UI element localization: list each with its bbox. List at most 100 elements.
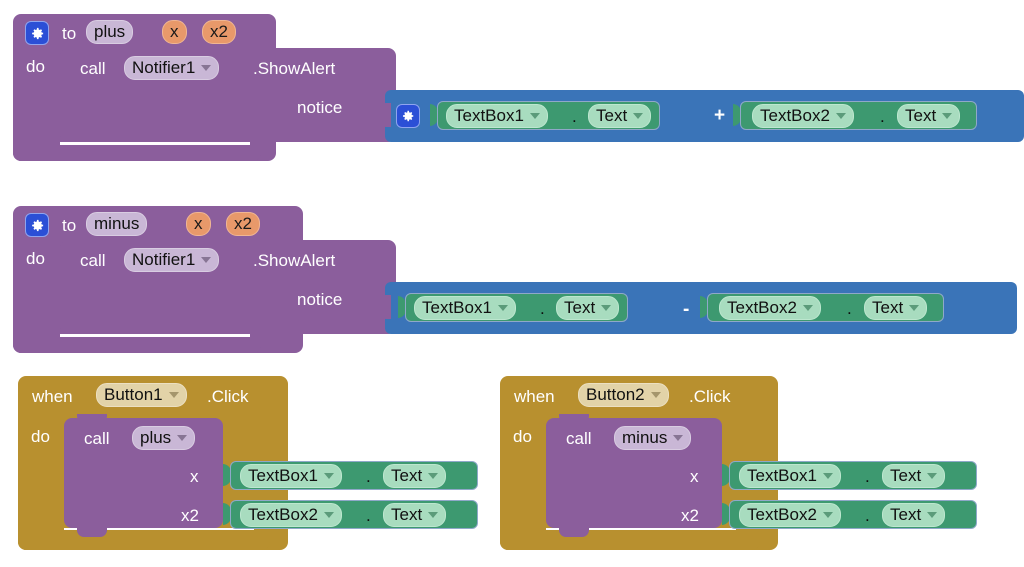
procedure-plus-name-field[interactable]: plus bbox=[86, 20, 134, 44]
procedure-minus-param-x2[interactable]: x2 bbox=[226, 212, 260, 236]
event-button2-component-field[interactable]: Button2 bbox=[578, 383, 669, 407]
math-add-left-socket bbox=[380, 103, 391, 127]
chevron-down-icon[interactable] bbox=[497, 305, 508, 311]
getter-component-text: TextBox2 bbox=[727, 298, 797, 317]
procedure-call-minus-call-keyword: call bbox=[566, 429, 592, 448]
chevron-down-icon[interactable] bbox=[835, 113, 846, 119]
chevron-down-icon[interactable] bbox=[323, 473, 334, 479]
getter-separator: . bbox=[366, 506, 371, 525]
chevron-down-icon[interactable] bbox=[909, 305, 920, 311]
procedure-minus-call-row[interactable] bbox=[60, 240, 396, 326]
getter-plug bbox=[700, 296, 709, 318]
chevron-down-icon[interactable] bbox=[802, 305, 813, 311]
math-subtract-operator: - bbox=[683, 299, 690, 320]
getter-property-text: Text bbox=[391, 466, 423, 485]
procedure-call-minus-arg-x2-label: x2 bbox=[681, 506, 699, 525]
event-button1-foot[interactable] bbox=[18, 530, 270, 550]
chevron-down-icon[interactable] bbox=[633, 113, 644, 119]
procedure-call-plus-name-field[interactable]: plus bbox=[132, 426, 196, 450]
chevron-down-icon[interactable] bbox=[927, 473, 938, 479]
procedure-plus-param-x[interactable]: x bbox=[162, 20, 187, 44]
getter-property-text: Text bbox=[564, 298, 596, 317]
gear-icon[interactable] bbox=[396, 104, 420, 128]
chevron-down-icon[interactable] bbox=[428, 512, 439, 518]
getter-component-text: TextBox1 bbox=[422, 298, 492, 317]
call-notifier1-notice-label: notice bbox=[297, 98, 343, 117]
procedure-call-minus-name-field[interactable]: minus bbox=[614, 426, 692, 450]
chevron-down-icon[interactable] bbox=[201, 257, 212, 263]
gear-icon[interactable] bbox=[25, 213, 49, 237]
chevron-down-icon[interactable] bbox=[673, 435, 684, 441]
getter-component-field[interactable]: TextBox1 bbox=[240, 464, 342, 488]
getter-separator: . bbox=[366, 467, 371, 486]
call-notifier1-minus-method-label: .ShowAlert bbox=[253, 251, 336, 270]
procedure-plus-call-row-lower[interactable] bbox=[60, 120, 396, 142]
chevron-down-icon[interactable] bbox=[168, 392, 179, 398]
getter-separator: . bbox=[540, 299, 545, 318]
getter-property-field[interactable]: Text bbox=[864, 296, 928, 320]
procedure-call-minus-bottom-notch bbox=[559, 528, 589, 537]
chevron-down-icon[interactable] bbox=[428, 473, 439, 479]
getter-property-field[interactable]: Text bbox=[882, 464, 946, 488]
chevron-down-icon[interactable] bbox=[177, 435, 188, 441]
event-button1-do-keyword: do bbox=[31, 427, 50, 446]
chevron-down-icon[interactable] bbox=[822, 473, 833, 479]
procedure-minus-param-x-text: x bbox=[194, 214, 203, 233]
getter-component-field[interactable]: TextBox2 bbox=[240, 503, 342, 527]
getter-property-text: Text bbox=[391, 505, 423, 524]
getter-plug bbox=[733, 104, 742, 126]
getter-plug bbox=[722, 503, 731, 525]
getter-property-field[interactable]: Text bbox=[897, 104, 961, 128]
procedure-call-plus-name-text: plus bbox=[140, 428, 172, 447]
procedure-minus-foot[interactable] bbox=[13, 337, 261, 353]
call-notifier1-component-field[interactable]: Notifier1 bbox=[124, 56, 220, 80]
getter-property-field[interactable]: Text bbox=[556, 296, 620, 320]
procedure-minus-param-x2-text: x2 bbox=[234, 214, 252, 233]
procedure-minus-param-x[interactable]: x bbox=[186, 212, 211, 236]
getter-component-field[interactable]: TextBox1 bbox=[446, 104, 548, 128]
getter-component-text: TextBox1 bbox=[747, 466, 817, 485]
chevron-down-icon[interactable] bbox=[601, 305, 612, 311]
getter-component-field[interactable]: TextBox1 bbox=[414, 296, 516, 320]
procedure-plus-call-row[interactable] bbox=[60, 48, 396, 134]
event-button2-do-keyword: do bbox=[513, 427, 532, 446]
procedure-call-minus-name-text: minus bbox=[622, 428, 668, 447]
procedure-plus-to-keyword: to bbox=[62, 24, 77, 43]
event-button2-component-text: Button2 bbox=[586, 385, 645, 404]
chevron-down-icon[interactable] bbox=[323, 512, 334, 518]
getter-separator: . bbox=[865, 467, 870, 486]
getter-component-text: TextBox1 bbox=[454, 106, 524, 125]
chevron-down-icon[interactable] bbox=[650, 392, 661, 398]
getter-property-field[interactable]: Text bbox=[588, 104, 652, 128]
getter-component-field[interactable]: TextBox2 bbox=[752, 104, 854, 128]
event-button1-component-field[interactable]: Button1 bbox=[96, 383, 187, 407]
getter-property-field[interactable]: Text bbox=[383, 503, 447, 527]
call-notifier1-method-label: .ShowAlert bbox=[253, 59, 336, 78]
getter-component-field[interactable]: TextBox2 bbox=[719, 296, 821, 320]
procedure-plus-inner-notch bbox=[73, 44, 103, 52]
getter-property-text: Text bbox=[890, 466, 922, 485]
chevron-down-icon[interactable] bbox=[927, 512, 938, 518]
getter-plug bbox=[223, 503, 232, 525]
getter-component-field[interactable]: TextBox2 bbox=[739, 503, 841, 527]
chevron-down-icon[interactable] bbox=[529, 113, 540, 119]
chevron-down-icon[interactable] bbox=[942, 113, 953, 119]
gear-icon[interactable] bbox=[25, 21, 49, 45]
chevron-down-icon[interactable] bbox=[822, 512, 833, 518]
procedure-minus-name-field[interactable]: minus bbox=[86, 212, 148, 236]
call-notifier1-minus-component-text: Notifier1 bbox=[132, 250, 196, 269]
procedure-minus-call-row-lower[interactable] bbox=[60, 312, 396, 334]
call-notifier1-minus-component-field[interactable]: Notifier1 bbox=[124, 248, 220, 272]
getter-property-field[interactable]: Text bbox=[882, 503, 946, 527]
procedure-minus-name-text: minus bbox=[94, 214, 140, 233]
procedure-plus-param-x2[interactable]: x2 bbox=[202, 20, 236, 44]
procedure-call-plus-bottom-notch bbox=[77, 528, 107, 537]
chevron-down-icon[interactable] bbox=[201, 65, 212, 71]
event-button2-foot[interactable] bbox=[500, 530, 760, 550]
getter-component-field[interactable]: TextBox1 bbox=[739, 464, 841, 488]
procedure-call-plus-top-notch bbox=[77, 414, 107, 422]
procedure-plus-foot[interactable] bbox=[13, 145, 261, 161]
procedure-plus-param-x2-text: x2 bbox=[210, 22, 228, 41]
getter-property-field[interactable]: Text bbox=[383, 464, 447, 488]
